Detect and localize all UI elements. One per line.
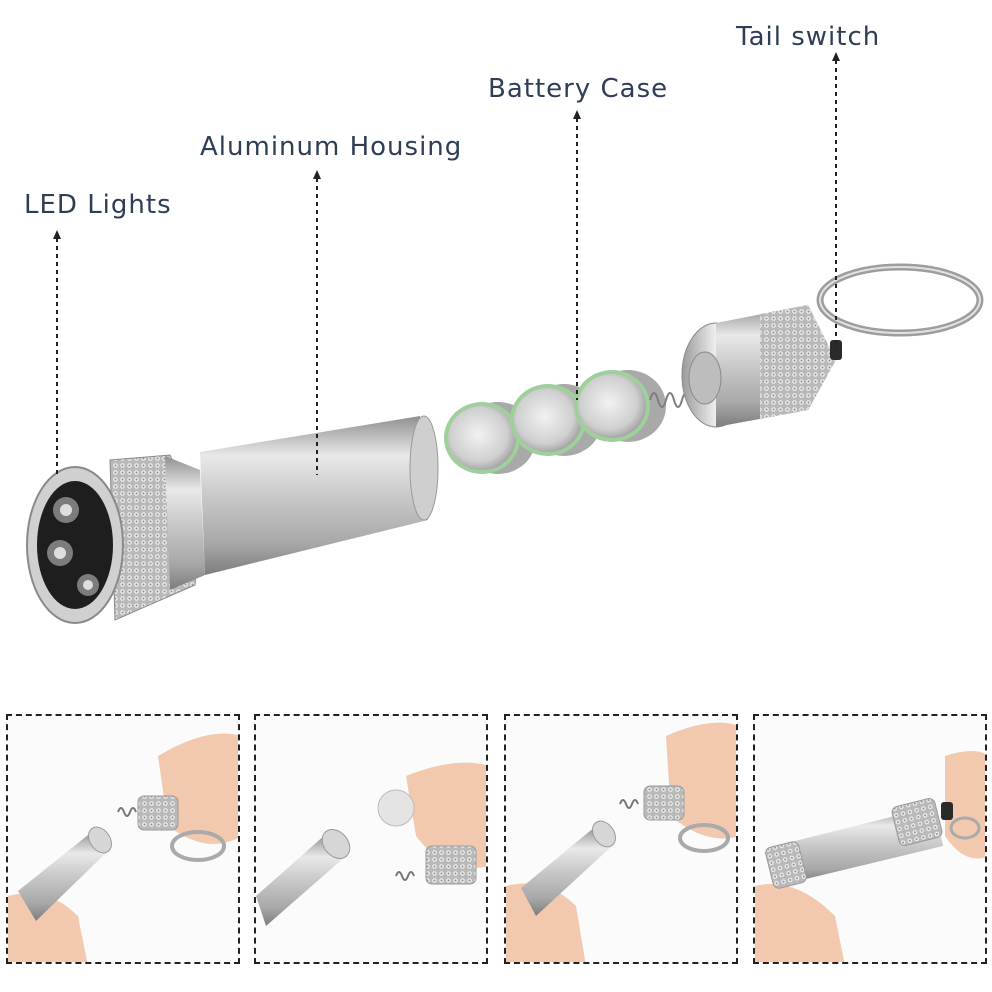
step-3-illustration <box>506 722 736 962</box>
tail-cap <box>681 305 836 428</box>
step-panel-3 <box>504 714 738 964</box>
step-4-illustration <box>755 751 985 962</box>
label-led-lights: LED Lights <box>24 190 172 220</box>
button-batteries <box>444 370 666 474</box>
label-aluminum-housing: Aluminum Housing <box>200 132 463 162</box>
flashlight-exploded-view <box>26 52 984 624</box>
step-panel-2 <box>254 714 488 964</box>
label-tail-switch: Tail switch <box>736 22 881 52</box>
key-ring <box>816 263 984 360</box>
pointer-arrowheads <box>53 52 840 239</box>
label-battery-case: Battery Case <box>488 74 669 104</box>
aluminum-housing-tube <box>200 415 439 575</box>
step-2-illustration <box>256 762 486 926</box>
flashlight-head <box>26 454 205 624</box>
step-panel-4 <box>753 714 987 964</box>
step-1-illustration <box>8 733 238 962</box>
pointer-lines <box>56 60 837 475</box>
step-panel-1 <box>6 714 240 964</box>
